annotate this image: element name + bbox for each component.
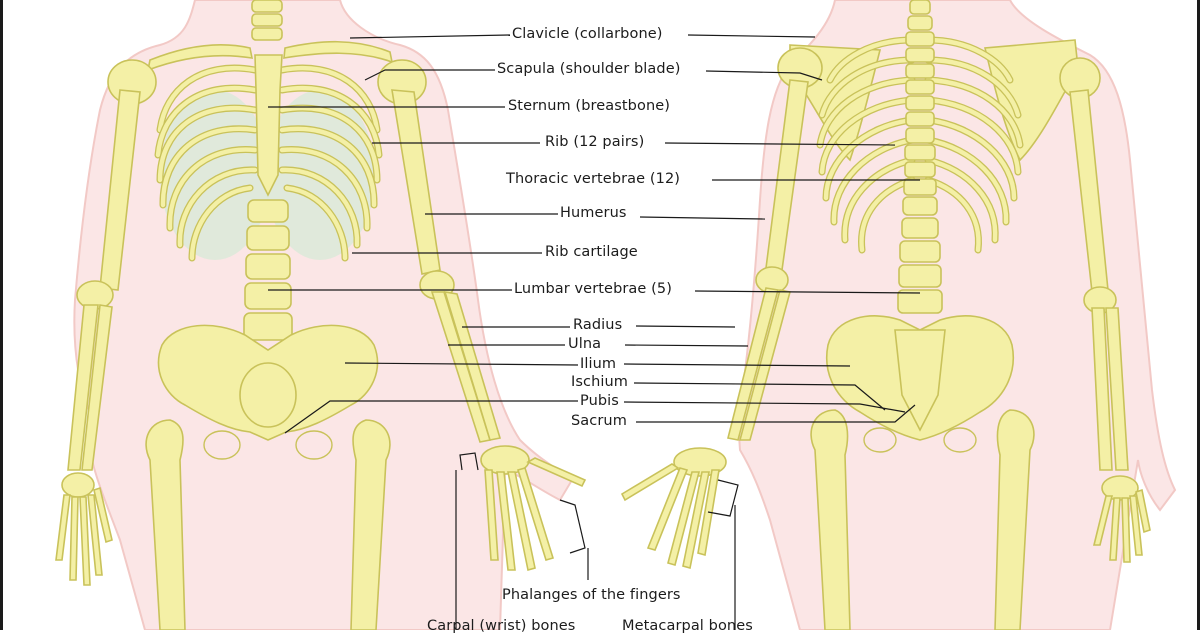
back-hand-right: [1092, 475, 1151, 563]
front-ribcage: [154, 64, 383, 262]
front-hand-left: [55, 472, 113, 586]
right-border: [1197, 0, 1200, 630]
front-sacrum: [239, 362, 297, 428]
label-radius: Radius: [573, 317, 623, 333]
left-border: [0, 0, 3, 630]
label-humerus: Humerus: [560, 205, 627, 221]
front-ulna-right: [443, 290, 502, 441]
back-sacrum: [894, 329, 946, 432]
label-ischium: Ischium: [571, 374, 629, 390]
front-hand-right: [480, 445, 587, 572]
front-view: [55, 0, 587, 631]
back-hand-left: [620, 447, 727, 570]
label-clavicle: Clavicle (collarbone): [512, 26, 663, 42]
label-rib-cartilage: Rib cartilage: [545, 244, 638, 260]
cervical-spine: [251, 0, 283, 41]
label-sacrum: Sacrum: [571, 413, 627, 429]
back-view: [620, 0, 1177, 631]
label-scapula: Scapula (shoulder blade): [497, 61, 681, 77]
label-pubis: Pubis: [580, 393, 619, 409]
label-metacarpal: Metacarpal bones: [622, 618, 753, 634]
back-radius-left: [727, 287, 779, 441]
front-humerus-left: [99, 89, 141, 291]
label-rib: Rib (12 pairs): [545, 134, 645, 150]
back-ribcage: [816, 36, 1024, 254]
label-thoracic: Thoracic vertebrae (12): [506, 171, 681, 187]
sternum: [254, 54, 283, 197]
label-carpal: Carpal (wrist) bones: [427, 618, 576, 634]
leader-lines: [268, 34, 921, 630]
label-phalanges: Phalanges of the fingers: [502, 587, 681, 603]
label-ulna: Ulna: [568, 336, 602, 352]
label-sternum: Sternum (breastbone): [508, 98, 671, 114]
back-spine: [897, 0, 943, 314]
label-lumbar: Lumbar vertebrae (5): [514, 281, 672, 297]
front-humerus-right: [391, 89, 441, 275]
front-lumbar-spine: [243, 199, 293, 341]
label-ilium: Ilium: [580, 356, 617, 372]
